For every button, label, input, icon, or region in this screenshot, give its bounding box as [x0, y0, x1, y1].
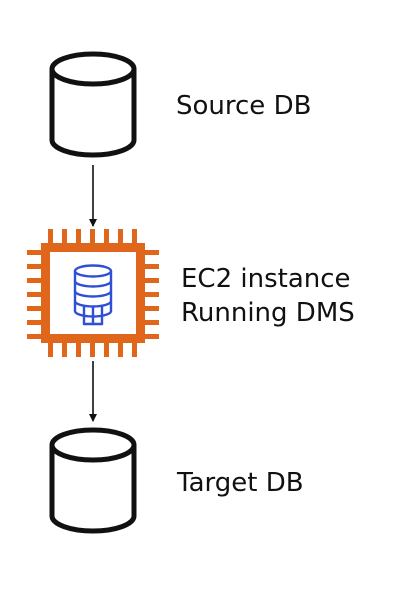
- source-db-icon: [49, 51, 137, 158]
- ec2-chip-icon: [27, 229, 159, 357]
- ec2-label-line1: EC2 instance: [181, 264, 351, 294]
- database-service-icon: [73, 264, 113, 326]
- source-db-label: Source DB: [176, 91, 312, 121]
- target-db-icon: [49, 427, 137, 534]
- ec2-label-line2: Running DMS: [181, 298, 355, 328]
- target-db-label: Target DB: [177, 468, 304, 498]
- ec2-instance-label: EC2 instance Running DMS: [181, 262, 355, 330]
